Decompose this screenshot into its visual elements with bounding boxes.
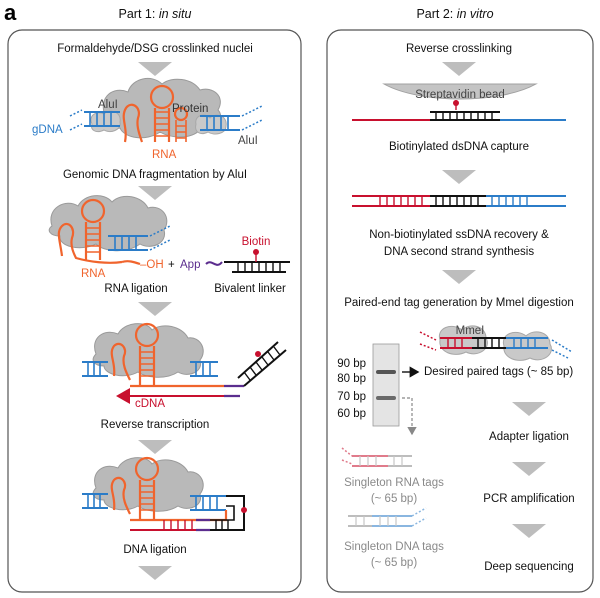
label-oh: –OH	[140, 259, 164, 271]
rna-scene-4	[110, 456, 160, 520]
linker-joint-3	[224, 384, 244, 398]
second-strand-dsdna	[352, 195, 566, 207]
panel-letter: a	[4, 0, 17, 25]
label-cdna: cDNA	[135, 398, 165, 410]
mmei-digestion-cartoon	[419, 325, 573, 361]
ladder-60bp: 60 bp	[337, 408, 366, 420]
linker-arm-3	[237, 341, 287, 387]
streptavidin-bead	[382, 83, 538, 100]
label-plus: +	[168, 259, 175, 271]
step-dna-ligation: DNA ligation	[123, 544, 186, 556]
step-reverse-transcription: Reverse transcription	[101, 419, 210, 431]
step-ssdna-recovery: Non-biotinylated ssDNA recovery &	[369, 229, 549, 241]
label-bivalent-linker: Bivalent linker	[214, 283, 286, 295]
gdna-scene-3	[82, 361, 218, 377]
ladder-80bp: 80 bp	[337, 373, 366, 385]
bivalent-linker-icon	[224, 249, 290, 273]
label-biotin: Biotin	[242, 236, 271, 248]
down-arrow	[138, 302, 172, 316]
label-singleton-rna-2: (~ 65 bp)	[371, 493, 418, 505]
label-rna-top: RNA	[152, 149, 177, 161]
step-adapter-ligation: Adapter ligation	[489, 431, 569, 443]
down-arrow	[442, 62, 476, 76]
label-desired-tags: Desired paired tags (~ 85 bp)	[424, 366, 573, 378]
label-singleton-dna-2: (~ 65 bp)	[371, 557, 418, 569]
singleton-rna-tags-icon	[341, 447, 412, 467]
rna-hairpins-1	[122, 84, 189, 143]
singleton-arrow	[402, 397, 417, 436]
down-arrow	[138, 62, 172, 76]
label-singleton-rna-1: Singleton RNA tags	[344, 477, 444, 489]
label-singleton-dna-1: Singleton DNA tags	[344, 541, 444, 553]
part2-panel	[326, 29, 594, 593]
gdna-left	[69, 109, 120, 131]
step-second-strand: DNA second strand synthesis	[384, 246, 534, 258]
label-rna-mid: RNA	[81, 268, 106, 280]
down-arrow	[138, 186, 172, 200]
label-gdna: gDNA	[32, 124, 63, 136]
step-pcr-amplification: PCR amplification	[483, 493, 574, 505]
label-app: App	[180, 259, 200, 271]
label-alui-right: AluI	[238, 135, 258, 147]
down-arrow	[512, 462, 546, 476]
down-arrow	[512, 402, 546, 416]
step-deep-sequencing: Deep sequencing	[484, 561, 574, 573]
captured-dsdna	[352, 100, 566, 121]
label-streptavidin-bead: Streptavidin bead	[415, 89, 505, 101]
linker-wave	[205, 261, 223, 266]
step-mmei-digestion: Paired-end tag generation by MmeI digest…	[344, 297, 574, 309]
part2-title: Part 2: in vitro	[416, 7, 493, 21]
singleton-dna-tags-icon	[348, 507, 427, 527]
label-alui-left: AluI	[98, 99, 118, 111]
gdna-scene-4	[82, 493, 226, 511]
down-arrow	[512, 524, 546, 538]
label-mmei: MmeI	[456, 325, 485, 337]
step-alui-fragmentation: Genomic DNA fragmentation by AluI	[63, 169, 247, 181]
nucleus-scene-3	[92, 323, 204, 378]
step-rna-ligation: RNA ligation	[104, 283, 167, 295]
ladder-90bp: 90 bp	[337, 358, 366, 370]
label-protein: Protein	[172, 103, 208, 115]
part1-title: Part 1: in situ	[119, 7, 192, 21]
rna-scene-2	[57, 198, 141, 266]
step-crosslinked-nuclei: Formaldehyde/DSG crosslinked nuclei	[57, 43, 253, 55]
gel-image	[372, 343, 400, 427]
step-dsdna-capture: Biotinylated dsDNA capture	[389, 141, 529, 153]
rna-scene-3	[110, 322, 224, 388]
gdna-scene-2	[108, 225, 171, 251]
gdna-right	[200, 105, 263, 131]
step-reverse-crosslinking: Reverse crosslinking	[406, 43, 512, 55]
down-arrow	[138, 440, 172, 454]
ladder-70bp: 70 bp	[337, 391, 366, 403]
down-arrow	[442, 270, 476, 284]
down-arrow	[138, 566, 172, 580]
down-arrow	[442, 170, 476, 184]
part1-panel	[7, 29, 302, 593]
circular-ligation-product	[130, 495, 247, 532]
nucleus-scene-4	[92, 457, 204, 512]
